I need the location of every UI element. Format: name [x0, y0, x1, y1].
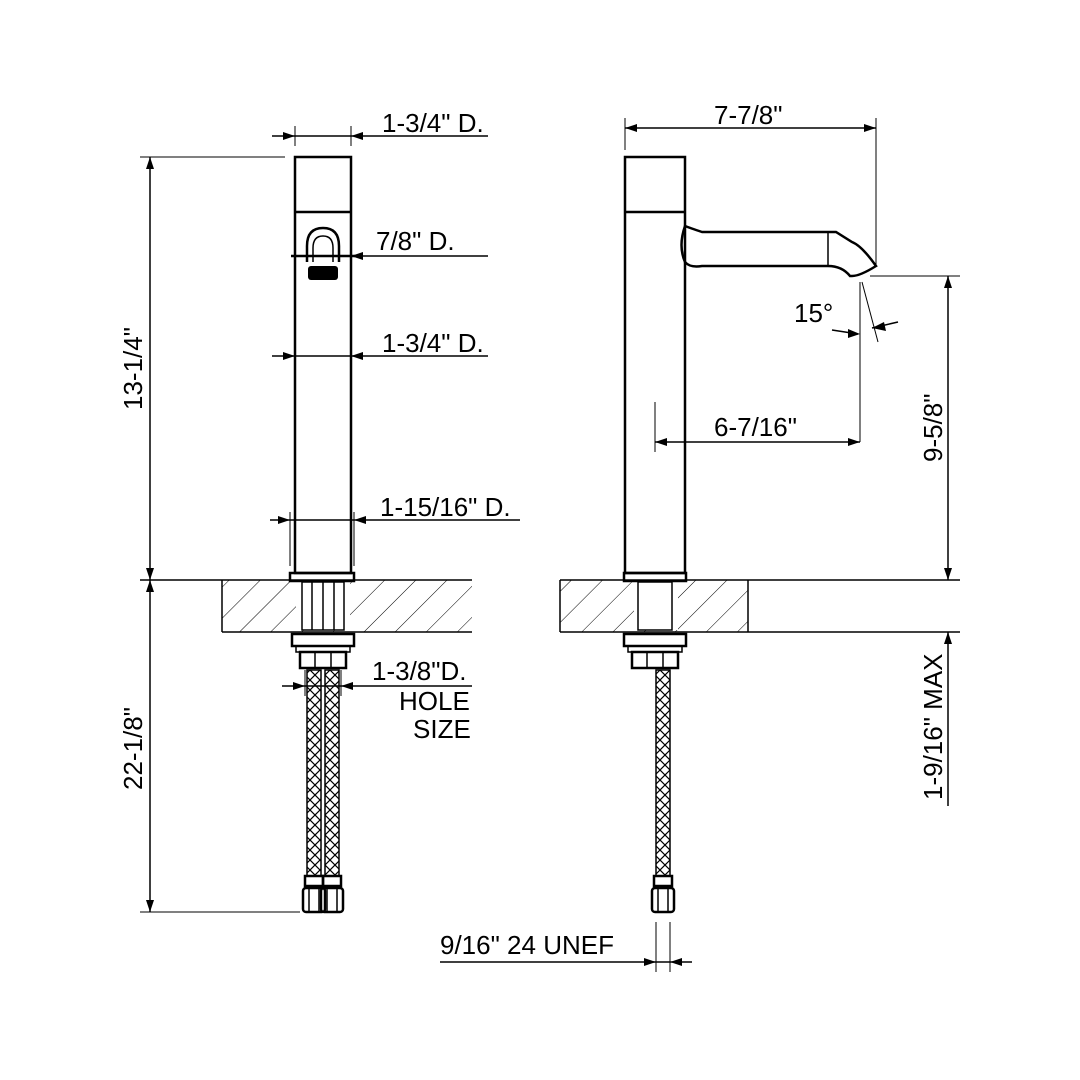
label-spout-reach: 6-7/16"	[714, 412, 797, 442]
label-max-deck: 1-9/16" MAX	[918, 653, 948, 800]
front-view: 1-3/4" D. 7/8" D. 1-3/4" D. 1-15/16" D.	[118, 108, 520, 914]
label-hole-size-1: 1-3/8"D.	[372, 656, 467, 686]
side-supply-hose	[650, 669, 676, 914]
side-view: 7-7/8" 15° 6-7/16" 9-5/8"	[440, 100, 960, 972]
side-faucet-body	[622, 155, 878, 583]
dim-body-diameter-top: 1-3/4" D.	[272, 108, 488, 146]
dim-hole-size: 1-3/8"D. HOLE SIZE	[282, 656, 472, 744]
dim-max-deck: 1-9/16" MAX	[918, 632, 952, 806]
dim-spout-reach: 6-7/16"	[654, 402, 860, 452]
label-hole-size-2: HOLE	[399, 686, 470, 716]
front-supply-hoses	[301, 669, 345, 914]
label-body-diameter-top: 1-3/4" D.	[382, 108, 484, 138]
label-handle-diameter: 7/8" D.	[376, 226, 455, 256]
label-supply-length: 22-1/8"	[118, 707, 148, 790]
label-spout-angle: 15°	[794, 298, 833, 328]
front-deck	[140, 579, 472, 633]
dim-supply-length: 22-1/8"	[118, 580, 300, 913]
front-faucet-body	[288, 155, 356, 583]
front-shank	[290, 581, 356, 670]
dim-overall-reach: 7-7/8"	[624, 100, 877, 266]
label-body-diameter-mid: 1-3/4" D.	[382, 328, 484, 358]
dim-spout-height: 9-5/8"	[870, 275, 960, 580]
dim-handle-diameter: 7/8" D.	[351, 226, 488, 260]
dim-connection-thread: 9/16" 24 UNEF	[440, 922, 692, 972]
label-hole-size-3: SIZE	[413, 714, 471, 744]
label-overall-reach: 7-7/8"	[714, 100, 783, 130]
label-base-diameter: 1-15/16" D.	[380, 492, 511, 522]
label-spout-height: 9-5/8"	[918, 394, 948, 463]
dim-overall-height: 13-1/4"	[118, 156, 285, 580]
side-shank	[622, 581, 688, 670]
dim-body-diameter-mid: 1-3/4" D.	[272, 328, 488, 360]
dim-spout-angle: 15°	[794, 281, 899, 442]
side-deck	[559, 579, 960, 633]
label-connection-thread: 9/16" 24 UNEF	[440, 930, 614, 960]
dim-base-diameter: 1-15/16" D.	[270, 492, 520, 566]
label-overall-height: 13-1/4"	[118, 327, 148, 410]
